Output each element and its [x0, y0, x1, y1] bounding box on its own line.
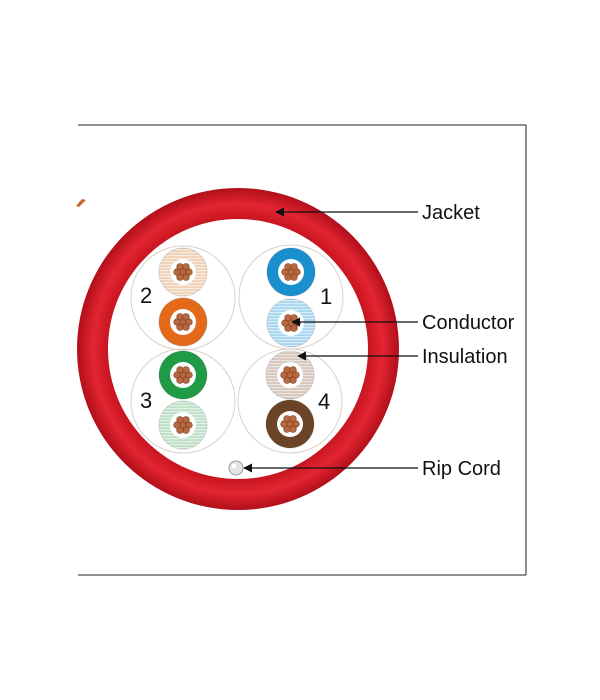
rip-cord-highlight	[231, 463, 237, 469]
conductor-strand	[289, 366, 297, 374]
conductor-label: Conductor	[422, 312, 515, 334]
conductor-strand	[182, 366, 190, 374]
wire-green	[158, 350, 208, 400]
rip-cord-label: Rip Cord	[422, 458, 501, 480]
conductor-strand	[176, 313, 184, 321]
conductor-strand	[284, 263, 292, 271]
conductor-strand	[289, 376, 297, 384]
rip-cord-fiber	[228, 460, 244, 476]
stray-mark-icon	[76, 199, 86, 207]
callout-leaders	[243, 207, 418, 473]
conductor-strand	[289, 415, 297, 423]
conductor-strand	[182, 376, 190, 384]
pair-outlines	[130, 244, 344, 454]
twisted-pairs	[158, 247, 316, 450]
conductor-strand	[283, 415, 291, 423]
conductor-strand	[182, 313, 190, 321]
conductor-strand	[182, 273, 190, 281]
wire-blue	[266, 247, 316, 297]
conductor-strand	[182, 263, 190, 271]
conductor-strand	[176, 263, 184, 271]
pair-number-3: 3	[140, 388, 152, 413]
wire-orange-white	[158, 247, 208, 297]
pair-number-4: 4	[318, 389, 330, 414]
conductor-strand	[283, 366, 291, 374]
conductor-strand	[182, 416, 190, 424]
insulation-label: Insulation	[422, 346, 508, 368]
conductor-strand	[289, 425, 297, 433]
conductor-strand	[290, 324, 298, 332]
conductor-strand	[290, 263, 298, 271]
pair-outline-2	[130, 245, 236, 351]
jacket-inner	[108, 219, 368, 479]
conductor-strand	[176, 416, 184, 424]
wire-green-white	[158, 400, 208, 450]
pair-number-1: 1	[320, 284, 332, 309]
pair-outline-3	[130, 348, 236, 454]
jacket-label: Jacket	[422, 202, 480, 224]
conductor-strand	[290, 314, 298, 322]
conductor-strand	[290, 273, 298, 281]
conductor-strand	[176, 366, 184, 374]
wire-brown-white	[265, 350, 315, 400]
pair-outline-4	[237, 348, 343, 454]
conductor-strand	[284, 314, 292, 322]
wire-blue-white	[266, 298, 316, 348]
wire-brown	[265, 399, 315, 449]
conductor-strand	[182, 323, 190, 331]
pair-number-2: 2	[140, 283, 152, 308]
rip-cord	[228, 460, 244, 476]
wire-orange	[158, 297, 208, 347]
conductor-strand	[182, 426, 190, 434]
